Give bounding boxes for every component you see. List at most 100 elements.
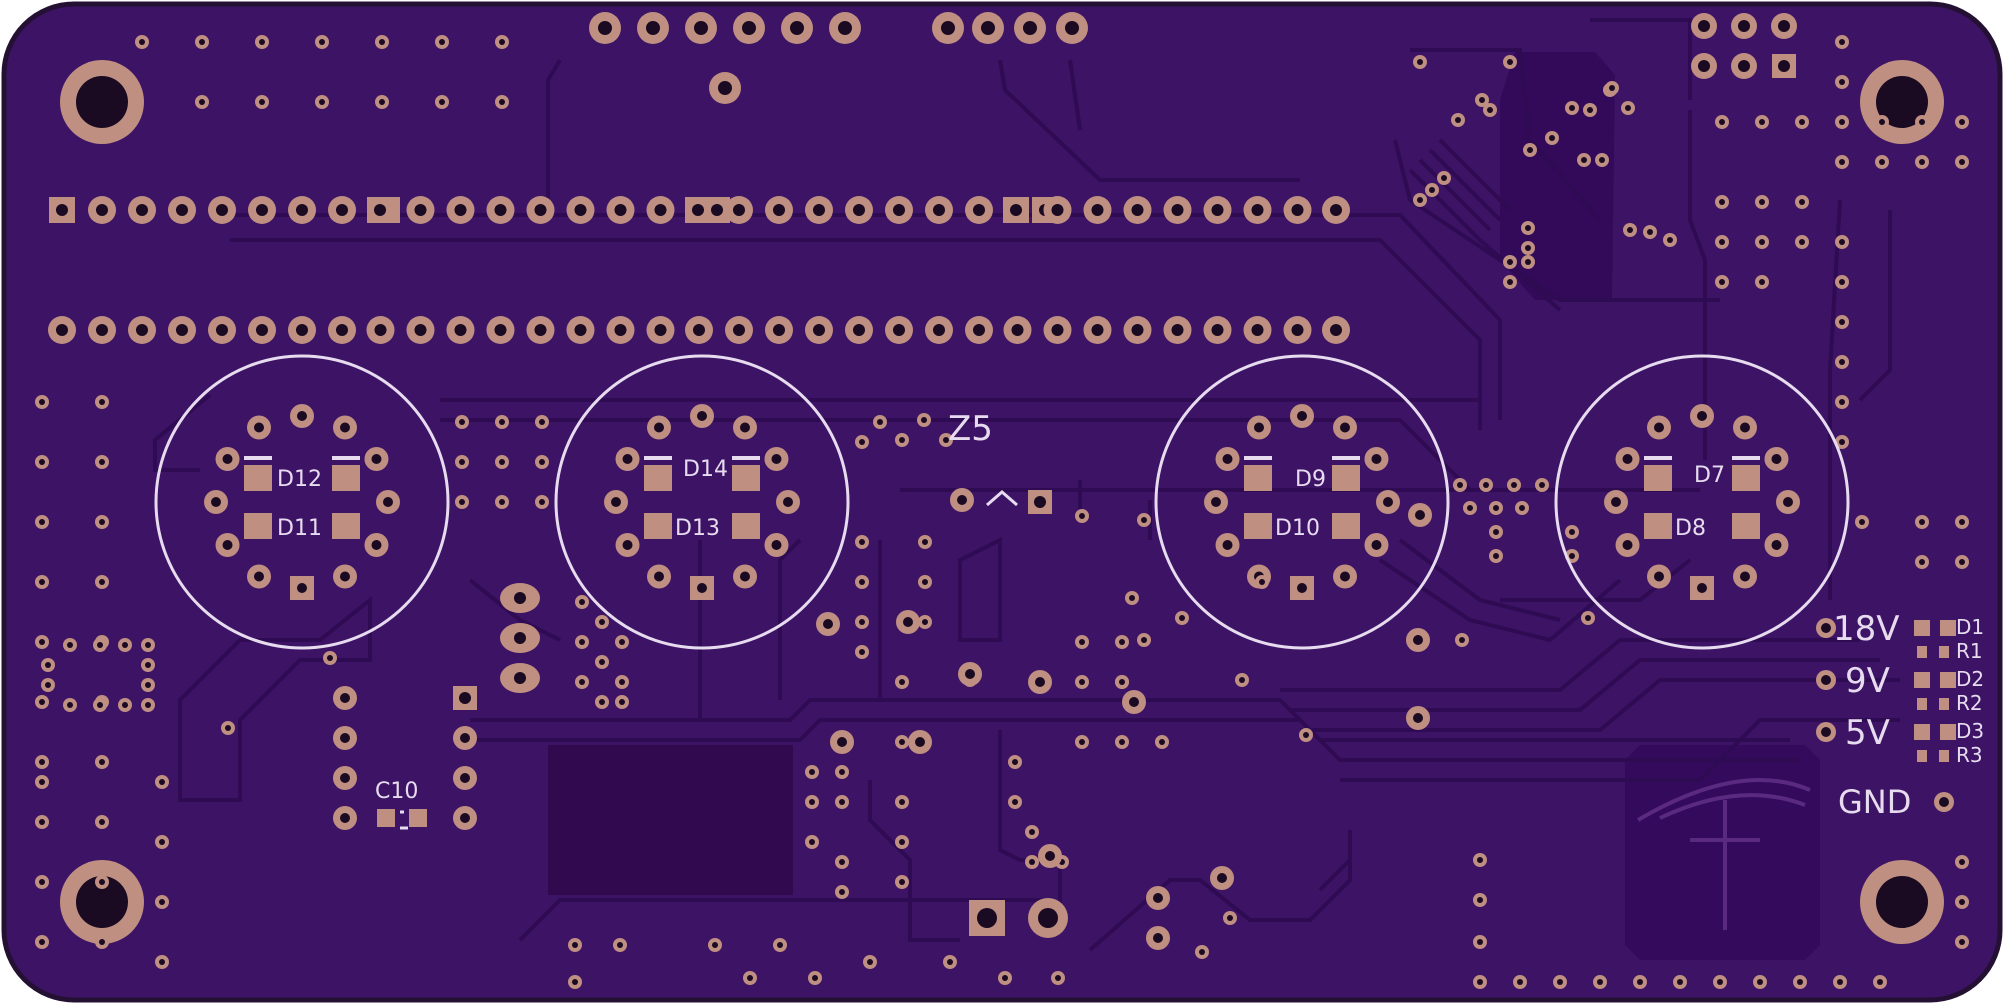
via-hole: [1441, 175, 1447, 181]
via-hole: [99, 819, 105, 825]
trace: [1290, 658, 1880, 712]
via-hole: [1859, 519, 1865, 525]
smd-pad: [732, 465, 760, 491]
via-hole: [1759, 119, 1765, 125]
trace: [470, 718, 1800, 762]
drill-hole: [454, 324, 467, 336]
via-hole: [1467, 505, 1473, 511]
via-hole: [39, 639, 45, 645]
via-hole: [1141, 637, 1147, 643]
drill-hole: [460, 773, 470, 783]
drill-hole: [1697, 583, 1707, 593]
trace: [958, 536, 1002, 642]
trace: [1410, 48, 1602, 222]
smd-pad: [1940, 620, 1956, 636]
via-hole: [1417, 59, 1423, 65]
copper-pour-logo: [1625, 745, 1820, 960]
smd-pad: [644, 513, 672, 539]
via-hole: [1877, 979, 1883, 985]
drill-hole: [336, 324, 348, 336]
via-hole: [1479, 97, 1485, 103]
drill-hole: [371, 540, 382, 550]
via-hole: [619, 679, 625, 685]
via-hole: [1012, 759, 1018, 765]
drill-hole: [1371, 540, 1382, 550]
via-hole: [1839, 319, 1845, 325]
via-hole: [1227, 915, 1233, 921]
via-hole: [1597, 979, 1603, 985]
trace: [546, 58, 562, 200]
drill-hole: [1654, 422, 1664, 433]
smd-pad: [409, 809, 427, 827]
label-d2: D2: [1956, 667, 1984, 691]
drill-hole: [340, 422, 350, 433]
via-hole: [459, 459, 465, 465]
via-hole: [747, 975, 753, 981]
via-hole: [1303, 732, 1309, 738]
via-hole: [1719, 279, 1725, 285]
via-hole: [199, 39, 205, 45]
via-hole: [1457, 482, 1463, 488]
drill-hole: [56, 324, 68, 336]
via-hole: [1759, 199, 1765, 205]
via-hole: [1959, 559, 1965, 565]
socket-outline: [554, 354, 850, 650]
smd-pad: [1914, 724, 1930, 740]
drill-hole: [1783, 497, 1793, 507]
drill-hole: [1051, 204, 1064, 216]
via-hole: [1119, 679, 1125, 685]
via-hole: [39, 699, 45, 705]
via-hole: [499, 499, 505, 505]
via-hole: [39, 579, 45, 585]
via-hole: [1839, 279, 1845, 285]
drill-hole: [1939, 797, 1949, 807]
drill-hole: [622, 454, 633, 464]
via-hole: [899, 437, 905, 443]
drill-hole: [941, 21, 955, 35]
drill-hole: [1171, 204, 1184, 216]
drill-hole: [783, 497, 793, 507]
via-hole: [1259, 579, 1265, 585]
drill-hole: [1035, 677, 1045, 687]
drill-hole: [813, 204, 825, 216]
drill-hole: [1023, 21, 1037, 35]
drill-hole: [692, 204, 704, 216]
drill-hole: [697, 411, 707, 421]
smd-pad: [1940, 672, 1956, 688]
trace: [1340, 718, 1900, 782]
smd-pad: [1332, 513, 1360, 539]
socket-outline: [1554, 354, 1850, 650]
smd-pad: [732, 513, 760, 539]
via-hole: [859, 649, 865, 655]
drill-hole: [1045, 851, 1055, 861]
via-hole: [39, 519, 45, 525]
label-r3: R3: [1956, 743, 1983, 767]
via-hole: [39, 879, 45, 885]
drill-hole: [1330, 204, 1342, 216]
drill-hole: [340, 693, 350, 703]
via-hole: [1487, 107, 1493, 113]
drill-hole: [733, 324, 745, 336]
via-hole: [139, 39, 145, 45]
via-hole: [199, 99, 205, 105]
via-hole: [1527, 147, 1533, 153]
label-9v: 9V: [1845, 661, 1890, 701]
smd-pad: [644, 465, 672, 491]
via-hole: [619, 639, 625, 645]
via-hole: [99, 939, 105, 945]
via-hole: [1029, 859, 1035, 865]
via-hole: [1477, 857, 1483, 863]
drill-hole: [1778, 20, 1790, 32]
drill-hole: [981, 21, 995, 35]
via-hole: [39, 459, 45, 465]
drill-hole: [694, 21, 708, 35]
via-hole: [1429, 187, 1435, 193]
smd-pad: [1644, 513, 1672, 539]
drill-hole: [1740, 422, 1750, 433]
drill-hole: [1654, 571, 1664, 582]
trace: [868, 780, 960, 942]
trace: [1438, 138, 1512, 212]
via-hole: [1459, 637, 1465, 643]
drill-hole: [1413, 713, 1423, 723]
drill-hole: [893, 324, 905, 336]
